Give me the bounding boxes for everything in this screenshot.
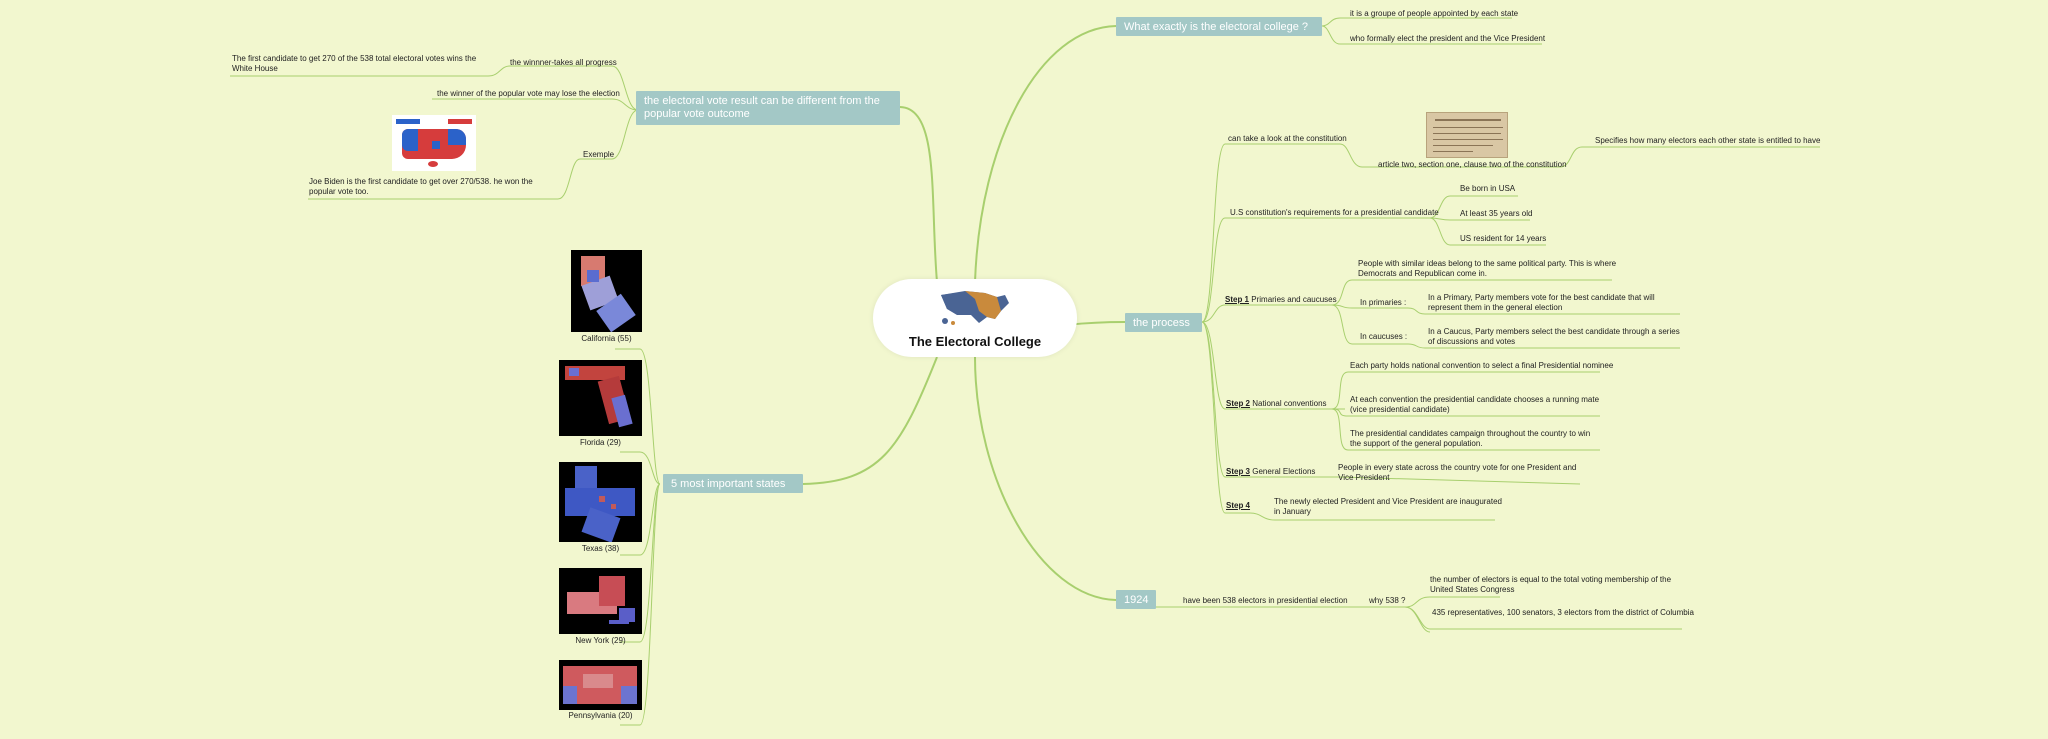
step-3-desc: People in every state across the country…: [1338, 463, 1577, 482]
step-1: Step 1 Primaries and caucuses: [1225, 295, 1337, 305]
year-electors: have been 538 electors in presidential e…: [1183, 596, 1348, 605]
step-2: Step 2 National conventions: [1226, 399, 1327, 409]
vote-popular-lose: the winner of the popular vote may lose …: [437, 89, 620, 98]
in-caucuses: In caucuses :: [1360, 332, 1408, 341]
step-2-b: At each convention the presidential cand…: [1350, 395, 1600, 414]
state-label-florida: Florida (29): [580, 438, 621, 447]
constitution-document-image: [1426, 112, 1508, 158]
what-appointed: it is a groupe of people appointed by ea…: [1350, 9, 1519, 18]
topic-what-is-electoral-college[interactable]: What exactly is the electoral college ?: [1116, 17, 1322, 36]
step-2-c: The presidential candidates campaign thr…: [1350, 429, 1591, 448]
step-4: Step 4: [1226, 501, 1250, 511]
step-1-text: Primaries and caucuses: [1251, 295, 1337, 304]
step-3-label: Step 3: [1226, 467, 1251, 476]
step-4-desc: The newly elected President and Vice Pre…: [1274, 497, 1502, 516]
vote-first-270: The first candidate to get 270 of the 53…: [232, 54, 477, 73]
central-topic[interactable]: The Electoral College: [873, 279, 1077, 357]
in-primaries: In primaries :: [1360, 298, 1407, 307]
year-congress: the number of electors is equal to the t…: [1430, 575, 1672, 594]
step-1-label: Step 1: [1225, 295, 1250, 304]
vote-biden: Joe Biden is the first candidate to get …: [309, 177, 533, 196]
req-resident: US resident for 14 years: [1460, 234, 1547, 243]
pennsylvania-county-map: [559, 660, 642, 710]
process-specifies: Specifies how many electors each other s…: [1595, 136, 1821, 145]
topic-the-process[interactable]: the process: [1125, 313, 1202, 332]
step-3-text: General Elections: [1252, 467, 1316, 476]
what-elect: who formally elect the president and the…: [1350, 34, 1546, 43]
step-4-label: Step 4: [1226, 501, 1251, 510]
primaries-desc: In a Primary, Party members vote for the…: [1428, 293, 1655, 312]
year-breakdown: 435 representatives, 100 senators, 3 ele…: [1432, 608, 1694, 617]
step-2-label: Step 2: [1226, 399, 1251, 408]
state-label-pennsylvania: Pennsylvania (20): [568, 711, 633, 720]
step-2-a: Each party holds national convention to …: [1350, 361, 1614, 370]
process-article: article two, section one, clause two of …: [1378, 160, 1567, 169]
step-1-desc: People with similar ideas belong to the …: [1358, 259, 1617, 278]
california-county-map: [571, 250, 642, 332]
state-label-texas: Texas (38): [581, 544, 620, 553]
step-2-text: National conventions: [1252, 399, 1327, 408]
req-age: At least 35 years old: [1460, 209, 1533, 218]
vote-example: Exemple: [583, 150, 615, 159]
topic-vote-result-differs[interactable]: the electoral vote result can be differe…: [636, 91, 900, 125]
req-born: Be born in USA: [1460, 184, 1516, 193]
florida-county-map: [559, 360, 642, 436]
caucuses-desc: In a Caucus, Party members select the be…: [1428, 327, 1680, 346]
state-label-new-york: New York (29): [575, 636, 626, 645]
us-map-icon: [941, 291, 1009, 325]
step-3: Step 3 General Elections: [1226, 467, 1315, 477]
vote-winner-takes: the winnner-takes all progress: [510, 58, 617, 67]
year-why: why 538 ?: [1369, 596, 1406, 605]
process-constitution: can take a look at the constitution: [1228, 134, 1347, 143]
state-label-california: California (55): [581, 334, 632, 343]
process-requirements: U.S constitution's requirements for a pr…: [1230, 208, 1439, 217]
election-result-map-image: [392, 115, 476, 171]
new-york-county-map: [559, 568, 642, 634]
topic-5-important-states[interactable]: 5 most important states: [663, 474, 803, 493]
topic-1924[interactable]: 1924: [1116, 590, 1156, 609]
texas-county-map: [559, 462, 642, 542]
central-title: The Electoral College: [908, 334, 1042, 349]
